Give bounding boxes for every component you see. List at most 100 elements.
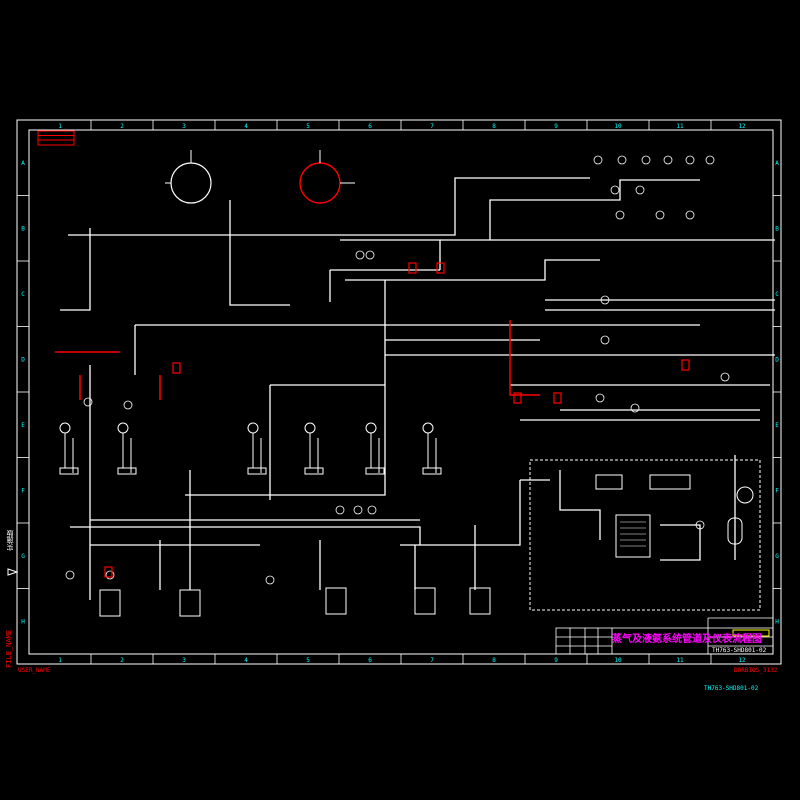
instrument-bubble [595, 393, 605, 403]
equipment-box [179, 589, 201, 617]
instrument-bubble [265, 575, 275, 585]
instrument-bubble [355, 250, 365, 260]
grid-col-label: 12 [738, 123, 746, 130]
red-valve-mark [513, 392, 522, 404]
pump-icon [247, 422, 267, 475]
pump-icon [59, 422, 79, 475]
grid-col-label: 10 [614, 123, 622, 130]
vertical-vessel [727, 486, 754, 545]
equipment-boxes [99, 474, 691, 617]
grid-row-label: B [21, 225, 25, 232]
vaporizer-box [595, 474, 623, 490]
grid-col-label: 6 [368, 657, 372, 664]
grid-col-label: 9 [554, 657, 558, 664]
grid-row-label: C [775, 291, 779, 298]
side-status-label: 实施版 [6, 530, 14, 551]
grid-col-label: 8 [492, 123, 496, 130]
instrument-bubble [365, 250, 375, 260]
grid-col-label: 12 [738, 657, 746, 664]
heater-box [649, 474, 691, 490]
instrument-bubble [615, 210, 625, 220]
instrument-bubble [630, 403, 640, 413]
grid-row-label: B [775, 225, 779, 232]
grid-col-label: 4 [244, 123, 248, 130]
red-valve-mark [681, 359, 690, 371]
corner-code-label: DORBIOS_3132 [734, 667, 778, 674]
instrument-bubble [593, 155, 603, 165]
instrument-bubble [685, 155, 695, 165]
equipment-box [99, 589, 121, 617]
instrument-bubble [695, 520, 705, 530]
grid-col-label: 3 [182, 123, 186, 130]
red-valve-mark [172, 362, 181, 374]
red-valve-mark [553, 392, 562, 404]
buffer-tank-body [615, 514, 651, 558]
red-valve-mark [436, 262, 445, 274]
tank-2 [299, 150, 355, 204]
side-marker [7, 568, 19, 576]
grid-col-label: 1 [58, 657, 62, 664]
instrument-bubble [685, 210, 695, 220]
grid-col-label: 1 [58, 123, 62, 130]
grid-row-label: E [21, 422, 25, 429]
inner-border [28, 129, 774, 655]
title-block [555, 617, 774, 655]
grid-row-label: H [775, 618, 779, 625]
pipework [60, 177, 775, 600]
instrument-bubble [655, 210, 665, 220]
pump-icon [117, 422, 137, 475]
grid-row-label: F [775, 487, 779, 494]
file-name-label: FILE_NAME [5, 630, 13, 668]
instrument-bubble [705, 155, 715, 165]
grid-row-label: A [775, 160, 779, 167]
grid-col-label: 5 [306, 657, 310, 664]
pump-icon [422, 422, 442, 475]
grid-col-label: 10 [614, 657, 622, 664]
grid-col-label: 2 [120, 657, 124, 664]
instrument-bubble [105, 570, 115, 580]
instrument-bubble [335, 505, 345, 515]
grid-row-label: C [21, 291, 25, 298]
grid-col-label: 11 [676, 657, 684, 664]
instrument-bubble [123, 400, 133, 410]
instrument-bubble [663, 155, 673, 165]
instrument-bubble [610, 185, 620, 195]
instrument-bubble [353, 505, 363, 515]
instrument-bubble [617, 155, 627, 165]
grid-col-label: 7 [430, 657, 434, 664]
grid-row-label: G [775, 553, 779, 560]
grid-col-label: 4 [244, 657, 248, 664]
pump-icon [304, 422, 324, 475]
instrument-bubbles [65, 155, 730, 585]
instrument-bubble [641, 155, 651, 165]
instrument-bubble [720, 372, 730, 382]
instrument-bubble [83, 397, 93, 407]
grid-row-label: H [21, 618, 25, 625]
instrument-bubble [65, 570, 75, 580]
grid-col-label: 5 [306, 123, 310, 130]
drawing-number: TH763-SHD801-02 [712, 647, 767, 654]
instrument-bubble [635, 185, 645, 195]
drawing-title: 蒸气及液氨系统管道及仪表流程图 [612, 634, 762, 645]
grid-row-label: D [775, 356, 779, 363]
equipment-box [469, 587, 491, 615]
pump-icon [365, 422, 385, 475]
instrument-bubble [600, 335, 610, 345]
instrument-bubble [600, 295, 610, 305]
red-valve-mark [408, 262, 417, 274]
title-block-yellow-mark [732, 629, 770, 637]
user-name-label: USER_NAME [18, 667, 51, 674]
grid-col-label: 11 [676, 123, 684, 130]
equipment-box [325, 587, 347, 615]
red-valve-mark [104, 566, 113, 578]
drawing-number-below: TH763-SHD801-02 [704, 685, 759, 692]
vaporizer-package-boundary [529, 459, 761, 611]
grid-row-label: D [21, 356, 25, 363]
outer-border [16, 119, 782, 665]
grid-row-label: G [21, 553, 25, 560]
instrument-bubble [367, 505, 377, 515]
grid-row-label: A [21, 160, 25, 167]
grid-col-label: 8 [492, 657, 496, 664]
